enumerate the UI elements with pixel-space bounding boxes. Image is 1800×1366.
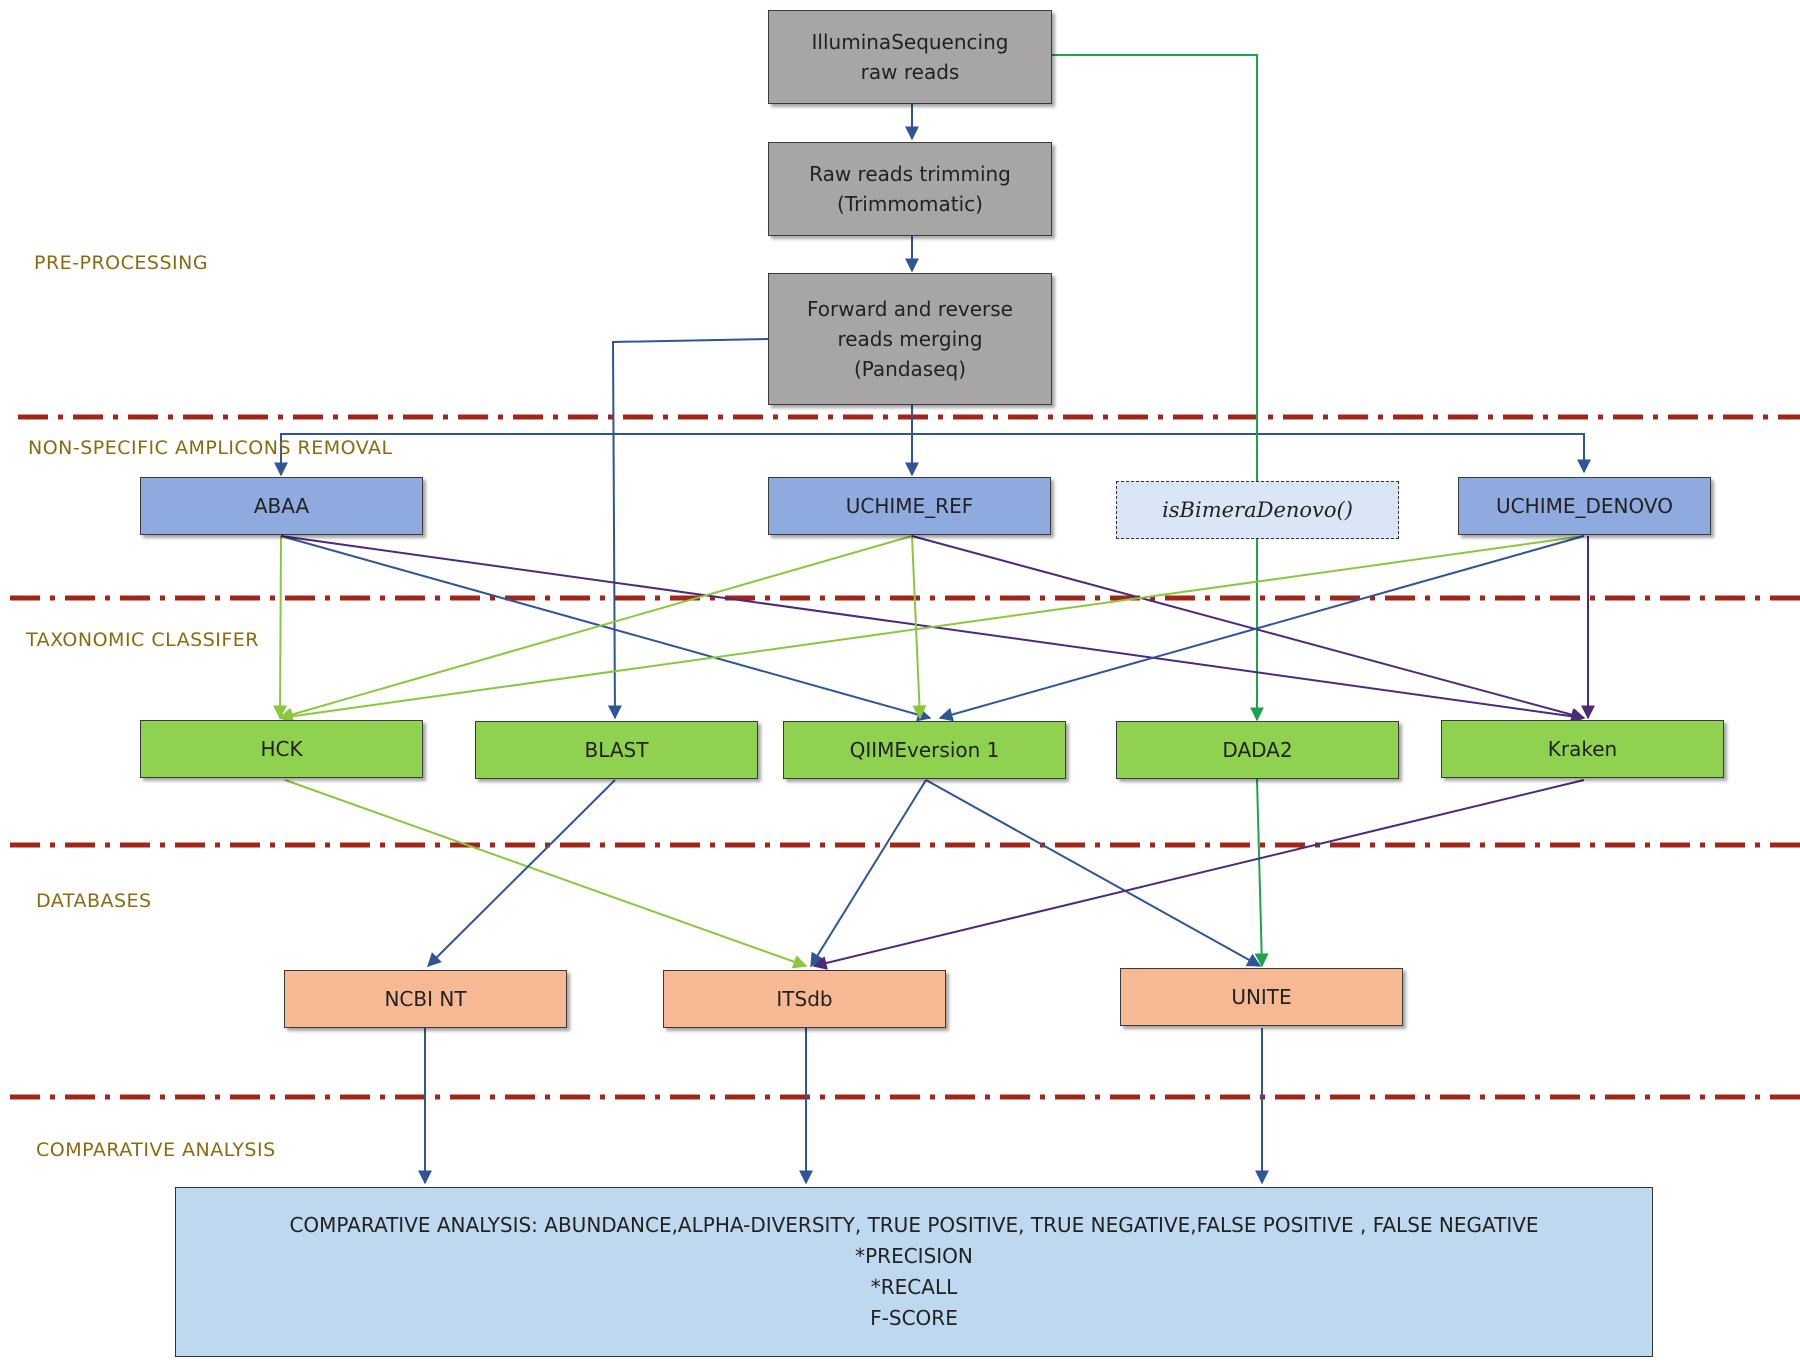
edge-kraken-itsdb [812,779,1585,970]
node-ncbi: NCBI NT [284,970,567,1028]
edge-uchime-denovo-qiime [938,535,1585,722]
node-comparative-analysis: COMPARATIVE ANALYSIS: ABUNDANCE,ALPHA-DI… [175,1187,1653,1357]
stage-label-taxonomic-classifier: TAXONOMIC CLASSIFER [26,629,260,651]
edge-abaa-hck [273,535,288,720]
edge-qiime-unite [925,779,1262,967]
node-qiime: QIIMEversion 1 [783,721,1066,779]
node-uchime-ref: UCHIME_REF [768,477,1051,535]
result-line-precision: *PRECISION [855,1244,973,1268]
stage-label-comparative-analysis: COMPARATIVE ANALYSIS [36,1139,276,1161]
node-abaa: ABAA [140,477,423,535]
stage-label-pre-processing: PRE-PROCESSING [34,252,209,274]
stage-label-amplicons-removal: NON-SPECIFIC AMPLICONS REMOVAL [28,437,393,459]
node-isbimera: isBimeraDenovo() [1116,481,1399,539]
node-kraken: Kraken [1441,720,1724,778]
node-dada2: DADA2 [1116,721,1399,779]
edge-uchime-ref-hck [278,535,913,722]
edge-dada2-unite [1254,778,1269,968]
edge-merging-blast [607,338,769,720]
edge-merging-abaa [274,433,912,477]
edge-abaa-qiime [280,535,932,722]
node-uchime-denovo: UCHIME_DENOVO [1458,477,1711,535]
edge-hck-itsdb [284,779,808,969]
edge-uchime-ref-qiime [911,535,927,720]
node-trimming: Raw reads trimming (Trimmomatic) [768,142,1052,236]
stage-label-databases: DATABASES [36,890,152,912]
node-unite: UNITE [1120,968,1403,1026]
result-line-metrics: COMPARATIVE ANALYSIS: ABUNDANCE,ALPHA-DI… [289,1213,1539,1237]
node-blast: BLAST [475,721,758,779]
node-merging: Forward and reverse reads merging (Panda… [768,273,1052,405]
node-illumina: IlluminaSequencing raw reads [768,10,1052,104]
edge-blast-ncbi [427,779,616,967]
result-line-fscore: F-SCORE [870,1306,958,1330]
node-itsdb: ITSdb [663,970,946,1028]
edge-qiime-itsdb [810,779,927,968]
result-line-recall: *RECALL [870,1275,958,1299]
node-hck: HCK [140,720,423,778]
edge-merging-uchime-denovo [912,433,1591,474]
edge-uchime-denovo-hck [278,535,1585,724]
edge-uchime-ref-kraken [911,535,1586,722]
